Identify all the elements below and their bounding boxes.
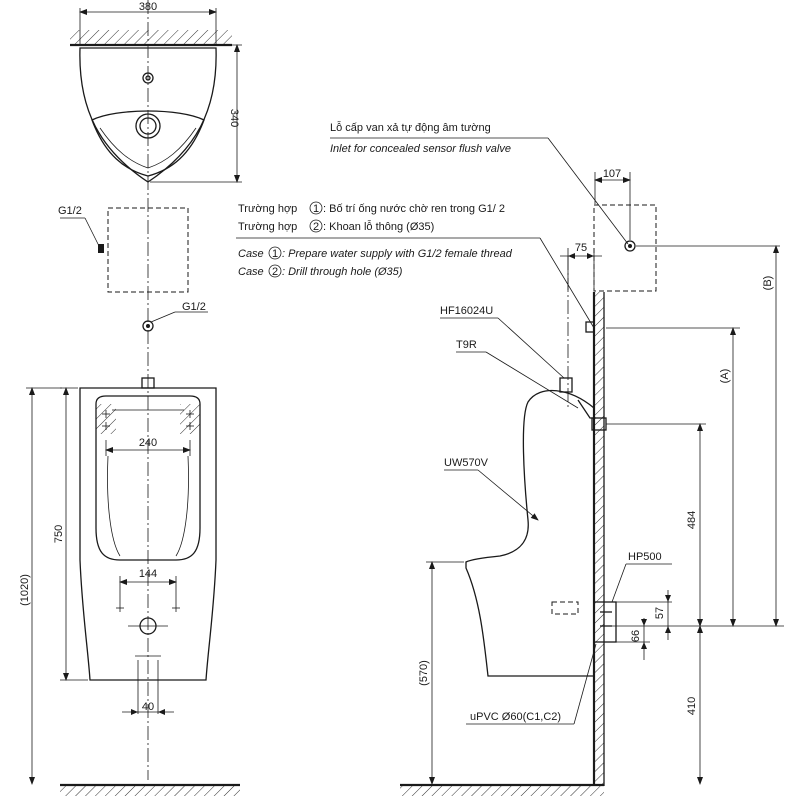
side-view: Lỗ cấp van xả tự động âm tường Inlet for…	[236, 121, 784, 796]
bowl-curve-right	[175, 455, 189, 557]
case2-en-num: 2	[272, 266, 278, 278]
dim-label-A: (A)	[719, 369, 731, 384]
thread-fitting-icon	[98, 244, 104, 253]
part-uw570v: UW570V	[444, 457, 489, 469]
arrow	[665, 595, 671, 602]
dim-label-750: 750	[53, 525, 65, 543]
part-hp500: HP500	[628, 551, 662, 563]
spud-inlet	[141, 377, 155, 389]
case2-en-circle	[268, 264, 282, 278]
floor-hatch-front	[60, 786, 240, 796]
urinal-front-outline	[79, 387, 217, 681]
hanger-marks	[102, 410, 194, 430]
dim-label-1020: (1020)	[19, 574, 31, 606]
dim-label-66: 66	[630, 630, 642, 642]
front-view: 240 144 40 750 (1020)	[19, 377, 240, 796]
leader	[611, 563, 627, 603]
thread-label-left: G1/2	[58, 205, 82, 217]
dim-label-484: 484	[686, 511, 698, 529]
leader	[485, 351, 579, 409]
dim-label-57: 57	[654, 607, 666, 619]
note-inlet-vi: Lỗ cấp van xả tự động âm tường	[330, 121, 491, 134]
dim-label-75: 75	[575, 242, 587, 254]
thread-label-center: G1/2	[182, 301, 206, 313]
case2-vi-num: 2	[313, 221, 319, 233]
leader	[497, 317, 565, 379]
case1-vi-circle	[309, 201, 323, 215]
arrow	[641, 619, 647, 626]
case2-en: Case	[238, 266, 264, 278]
urinal-side-outline	[465, 389, 595, 677]
arrow	[641, 642, 647, 649]
leader-uw	[477, 469, 539, 521]
leader	[150, 311, 176, 323]
floor-hatch-side	[400, 786, 604, 796]
dim-label-40: 40	[142, 701, 154, 713]
trap-dashed	[551, 601, 579, 615]
bowl-curve-left	[107, 455, 121, 557]
part-t9r: T9R	[456, 339, 477, 351]
top-view: 380 340	[70, 1, 242, 183]
dim-label-340: 340	[228, 109, 240, 127]
wall-hatch-side	[594, 292, 604, 786]
case1-en-num: 1	[272, 248, 278, 260]
leader-case	[539, 237, 595, 329]
dim-label-410: 410	[686, 697, 698, 715]
inlet-side-circle	[624, 240, 636, 252]
inlet-side-dot	[628, 244, 632, 248]
valve-box-front: G1/2 G1/2	[58, 205, 208, 332]
leader	[84, 217, 101, 249]
hanger-hatch-right	[180, 404, 200, 434]
dim-label-B: (B)	[762, 276, 774, 291]
arrow	[568, 253, 575, 259]
valve-box-outline	[107, 207, 189, 293]
case2-vi-circle	[309, 219, 323, 233]
arrow	[131, 709, 138, 715]
dim-label-240: 240	[139, 437, 157, 449]
supply-dot	[146, 324, 150, 328]
note-inlet-en: Inlet for concealed sensor flush valve	[330, 143, 511, 155]
case1-en-circle	[268, 246, 282, 260]
hanger-hatch-left	[96, 404, 116, 434]
arrow	[587, 253, 594, 259]
arrow	[158, 709, 165, 715]
case1-vi-num: 1	[313, 203, 319, 215]
dim-label-570: (570)	[418, 660, 430, 686]
case1-vi: Trường hợp​	[238, 203, 297, 215]
trap-body	[593, 601, 617, 643]
bowl-interior	[95, 395, 201, 561]
arrow	[665, 626, 671, 633]
case2-vi: Trường hợp	[238, 221, 297, 233]
case2-vi-text: : Khoan lỗ thông (Ø35)	[323, 220, 434, 233]
leader-inlet	[547, 137, 629, 245]
leader	[573, 643, 597, 725]
urinal-top-rim	[91, 110, 205, 177]
case2-en-text: : Drill through hole (Ø35)	[282, 266, 403, 278]
dim-label-107: 107	[603, 168, 621, 180]
supply-circle	[142, 320, 154, 332]
case1-en: Case	[238, 248, 264, 260]
case1-en-text: : Prepare water supply with G1/2 female …	[282, 248, 513, 260]
pipe-label: uPVC Ø60(C1,C2)	[470, 711, 561, 723]
spud-fitting	[559, 377, 573, 393]
wall-hatch-top	[70, 30, 232, 44]
part-hf16024u: HF16024U	[440, 305, 493, 317]
case1-vi-text: : Bố trí ống nước chờ ren trong G1/ 2	[323, 203, 505, 215]
dim-label-144: 144	[139, 568, 157, 580]
supply-stub	[585, 321, 595, 333]
